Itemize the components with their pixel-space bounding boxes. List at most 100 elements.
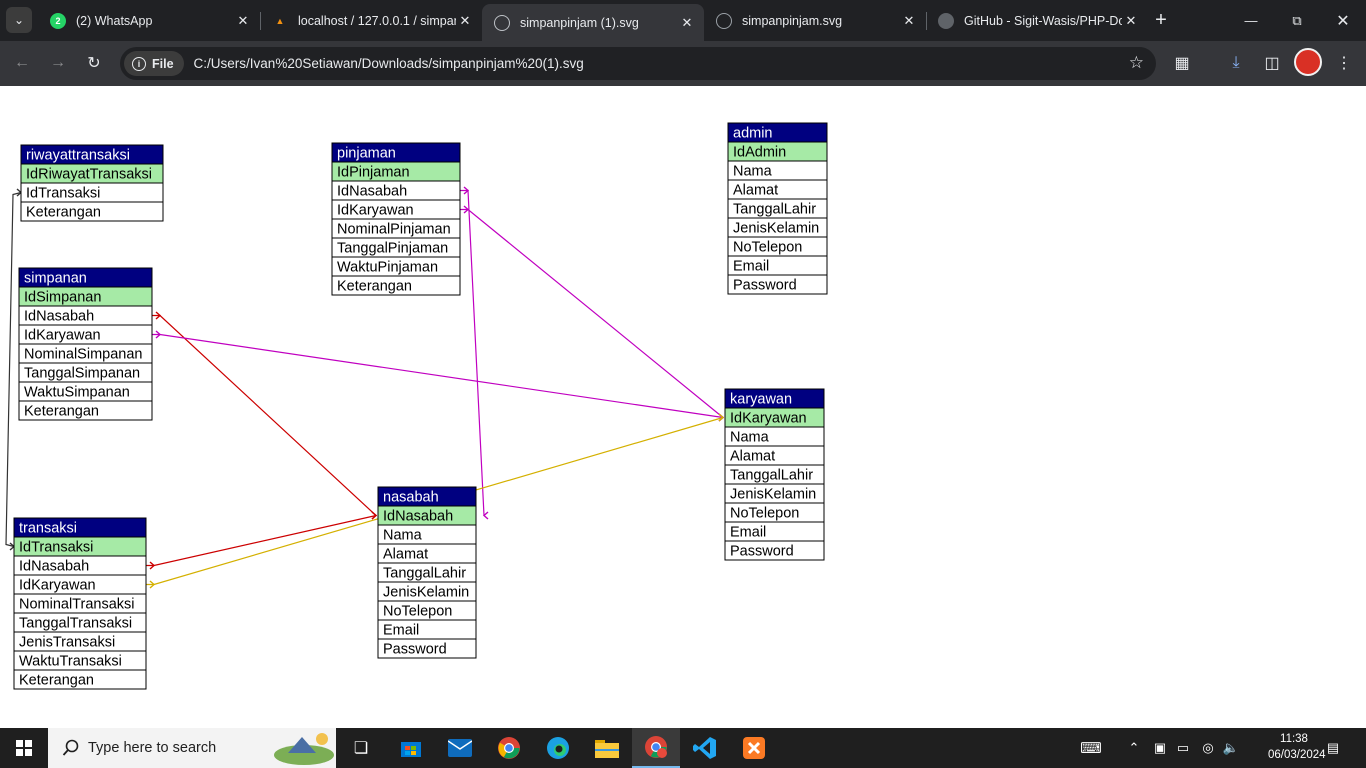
windows-taskbar: Type here to search ❏ ⌨ ⌃ ▣ ▭ ◎ 🔈 11:38 … — [0, 728, 1366, 768]
field-name: JenisTransaksi — [19, 635, 115, 651]
arrow-right-icon: → — [50, 54, 66, 71]
close-window-button[interactable]: ✕ — [1320, 0, 1366, 41]
chrome-active-button[interactable] — [632, 728, 680, 768]
field-name: Email — [383, 623, 419, 639]
restore-icon: ⧉ — [1292, 12, 1302, 28]
github-icon — [938, 12, 954, 29]
field-name: TanggalPinjaman — [337, 241, 448, 257]
close-icon[interactable]: ✕ — [903, 12, 915, 28]
field-name: Nama — [730, 430, 770, 446]
microsoft-store-icon — [401, 742, 421, 757]
table-riwayattransaksi: riwayattransaksiIdRiwayatTransaksiIdTran… — [20, 144, 164, 222]
field-name: Alamat — [383, 547, 428, 563]
table-simpanan: simpananIdSimpananIdNasabahIdKaryawanNom… — [18, 267, 153, 421]
microsoft-store-button[interactable] — [392, 728, 430, 768]
task-view-button[interactable]: ❏ — [342, 728, 380, 768]
side-panel-button[interactable]: ◫ — [1258, 49, 1286, 77]
field-cell — [20, 201, 164, 222]
tab-simpanpinjam-svg[interactable]: simpanpinjam.svg ✕ — [704, 4, 926, 37]
field-name: NoTelepon — [730, 506, 799, 522]
restore-button[interactable]: ⧉ — [1274, 0, 1320, 41]
close-icon[interactable]: ✕ — [681, 14, 693, 30]
field-cell — [331, 275, 461, 296]
tab-github[interactable]: GitHub - Sigit-Wasis/PHP-Do ✕ — [926, 4, 1148, 37]
minimize-button[interactable]: — — [1228, 0, 1274, 41]
forward-button[interactable]: → — [44, 49, 72, 77]
field-name: Keterangan — [26, 205, 101, 221]
close-icon[interactable]: ✕ — [237, 12, 249, 28]
tab-simpanpinjam-1-svg[interactable]: simpanpinjam (1).svg ✕ — [482, 4, 704, 41]
table-name: pinjaman — [337, 146, 396, 162]
profile-avatar[interactable] — [1294, 48, 1322, 76]
field-name: WaktuSimpanan — [24, 385, 130, 401]
field-name: IdNasabah — [19, 559, 89, 575]
chrome-active-icon — [645, 736, 667, 758]
globe-icon — [716, 12, 732, 29]
field-name: NominalTransaksi — [19, 597, 135, 613]
field-name: JenisKelamin — [383, 585, 469, 601]
field-name: TanggalLahir — [730, 468, 813, 484]
network-button[interactable]: ◎ — [1197, 728, 1219, 768]
show-hidden-icons-button[interactable]: ⌃ — [1124, 728, 1144, 768]
mail-button[interactable] — [441, 728, 479, 768]
file-explorer-button[interactable] — [588, 728, 626, 768]
bookmark-star-icon[interactable]: ☆ — [1128, 53, 1144, 72]
chrome-button[interactable] — [490, 728, 528, 768]
relation-line — [146, 514, 377, 567]
field-name: TanggalTransaksi — [19, 616, 132, 632]
taskbar-search-box[interactable]: Type here to search — [48, 728, 336, 768]
field-name: IdNasabah — [24, 309, 94, 325]
close-icon[interactable]: ✕ — [459, 12, 471, 28]
relation-line — [152, 333, 724, 419]
relation-line — [152, 314, 377, 516]
reload-button[interactable]: ↻ — [80, 49, 108, 77]
url-text[interactable]: C:/Users/Ivan%20Setiawan/Downloads/simpa… — [193, 56, 584, 71]
table-nasabah: nasabahIdNasabahNamaAlamatTanggalLahirJe… — [377, 486, 477, 659]
table-name: simpanan — [24, 271, 87, 287]
site-info-chip[interactable]: i File — [124, 51, 184, 76]
input-indicator-button[interactable]: ⌨ — [1076, 728, 1106, 768]
address-bar[interactable]: i File C:/Users/Ivan%20Setiawan/Download… — [120, 47, 1156, 80]
battery-button[interactable]: ▭ — [1173, 728, 1193, 768]
vscode-button[interactable] — [686, 728, 724, 768]
menu-button[interactable]: ⋮ — [1330, 49, 1358, 77]
notification-icon: ▤ — [1326, 740, 1340, 755]
table-transaksi: transaksiIdTransaksiIdNasabahIdKaryawanN… — [13, 517, 147, 690]
field-name: Email — [730, 525, 766, 541]
close-icon[interactable]: ✕ — [1125, 12, 1137, 28]
chevron-down-icon: ⌄ — [13, 13, 25, 27]
field-name: WaktuPinjaman — [337, 260, 438, 276]
back-button[interactable]: ← — [8, 49, 36, 77]
field-name: Email — [733, 259, 769, 275]
field-name: Alamat — [730, 449, 775, 465]
field-name: Password — [383, 642, 447, 658]
field-name: NominalSimpanan — [24, 347, 142, 363]
side-panel-icon: ◫ — [1264, 55, 1280, 72]
field-name: IdKaryawan — [730, 411, 807, 427]
field-name: Password — [730, 544, 794, 560]
start-button[interactable] — [0, 728, 48, 768]
meet-now-button[interactable]: ▣ — [1150, 728, 1170, 768]
field-name: TanggalLahir — [383, 566, 466, 582]
keyboard-icon: ⌨ — [1080, 740, 1102, 757]
volume-button[interactable]: 🔈 — [1220, 728, 1242, 768]
field-name: NominalPinjaman — [337, 222, 451, 238]
kebab-menu-icon: ⋮ — [1336, 55, 1352, 72]
field-name: NoTelepon — [383, 604, 452, 620]
field-name: IdNasabah — [383, 509, 453, 525]
search-icon — [62, 739, 79, 756]
edge-button[interactable] — [539, 728, 577, 768]
field-name: JenisKelamin — [730, 487, 816, 503]
download-icon: ⤓ — [1232, 54, 1240, 71]
new-tab-button[interactable]: + — [1155, 8, 1167, 31]
xampp-button[interactable] — [735, 728, 773, 768]
file-explorer-icon — [595, 740, 619, 758]
taskbar-clock[interactable]: 11:38 06/03/2024 — [1268, 733, 1326, 761]
tab-search-button[interactable]: ⌄ — [6, 7, 32, 33]
downloads-button[interactable]: ⤓ — [1222, 49, 1250, 77]
field-name: Nama — [383, 528, 423, 544]
extensions-button[interactable]: ▦ — [1168, 49, 1196, 77]
tab-whatsapp[interactable]: 2 (2) WhatsApp ✕ — [38, 4, 260, 37]
notifications-button[interactable]: ▤ — [1320, 728, 1346, 768]
tab-phpmyadmin[interactable]: ▲ localhost / 127.0.0.1 / simpanpinjam ✕ — [260, 4, 482, 37]
